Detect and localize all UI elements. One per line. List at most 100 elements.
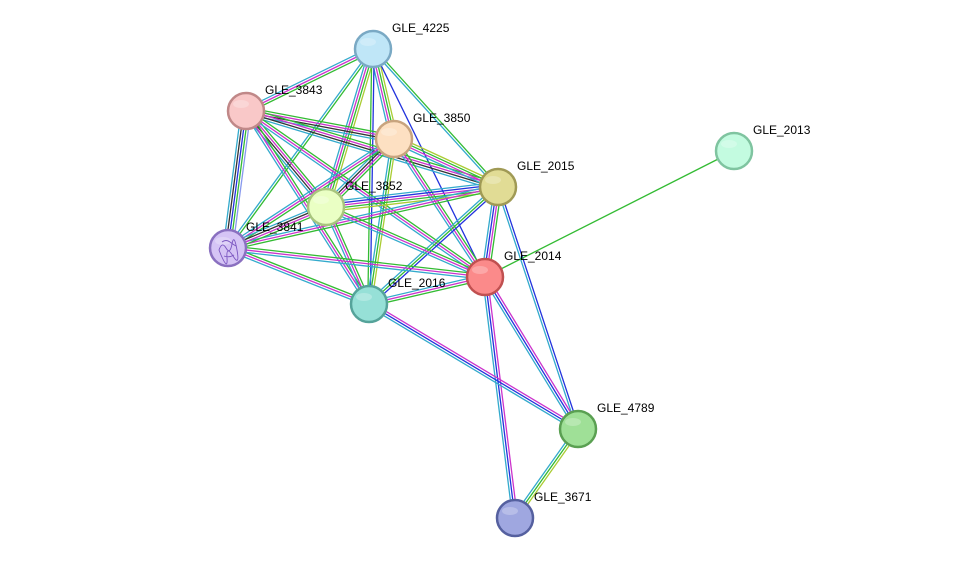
node-GLE_3671[interactable]: GLE_3671 <box>495 490 592 538</box>
node-label: GLE_3671 <box>534 490 592 504</box>
node-circle[interactable] <box>353 29 393 69</box>
edge-strand-green <box>368 186 499 305</box>
node-GLE_2013[interactable]: GLE_2013 <box>714 123 811 171</box>
edge-GLE_2014-GLE_4789[interactable] <box>482 275 581 431</box>
edge-strand-magenta <box>227 247 486 278</box>
edge-layer <box>222 46 735 520</box>
edge-strand-magenta <box>227 186 499 249</box>
edge-GLE_2015-GLE_2016[interactable] <box>366 184 501 307</box>
edge-strand-green <box>246 108 487 276</box>
edge-GLE_3843-GLE_2014[interactable] <box>244 108 487 280</box>
edge-strand-olive <box>328 49 378 209</box>
node-highlight <box>360 38 376 46</box>
node-label: GLE_3843 <box>265 83 323 97</box>
edge-strand-magenta <box>486 275 581 429</box>
edge-strand-blue <box>227 110 247 249</box>
edge-strand-blue <box>368 303 579 430</box>
edge-strand-cyan <box>244 113 498 192</box>
node-circle[interactable] <box>374 119 414 159</box>
edge-GLE_2014-GLE_2013[interactable] <box>484 150 735 278</box>
node-GLE_2015[interactable]: GLE_2015 <box>478 159 575 207</box>
edge-GLE_3850-GLE_2016[interactable] <box>365 138 398 305</box>
edge-GLE_3841-GLE_2016[interactable] <box>226 245 371 307</box>
edge-strand-cyan <box>368 274 485 303</box>
edge-strand-olive <box>326 191 499 213</box>
edge-strand-green <box>228 188 499 251</box>
edge-strand-magenta <box>227 138 395 249</box>
edge-strand-cyan <box>242 112 324 210</box>
node-circle[interactable] <box>465 257 505 297</box>
edge-strand-cyan <box>243 111 368 306</box>
node-label: GLE_2014 <box>504 249 562 263</box>
node-highlight <box>502 507 518 515</box>
node-circle[interactable] <box>558 409 598 449</box>
node-GLE_4225[interactable]: GLE_4225 <box>353 21 450 69</box>
edge-strand-magenta <box>393 138 486 278</box>
node-circle[interactable] <box>495 498 535 538</box>
edge-strand-green <box>373 47 500 187</box>
edge-strand-magenta <box>227 247 370 305</box>
node-circle[interactable] <box>208 228 248 268</box>
edge-strand-magenta <box>325 206 486 278</box>
edge-strand-blue <box>498 186 580 429</box>
edge-strand-magenta <box>245 48 374 112</box>
edge-strand-cyan <box>227 184 498 247</box>
node-label: GLE_4789 <box>597 401 655 415</box>
edge-strand-green <box>395 137 488 277</box>
edge-strand-green <box>246 50 375 114</box>
edge-GLE_2014-GLE_3671[interactable] <box>481 276 519 519</box>
node-highlight <box>485 176 501 184</box>
protein-structure-icon <box>218 239 239 265</box>
node-circle[interactable] <box>306 187 346 227</box>
node-GLE_3843[interactable]: GLE_3843 <box>226 83 323 131</box>
edge-strand-green <box>369 278 486 307</box>
edge-GLE_2015-GLE_3852[interactable] <box>325 181 499 213</box>
node-highlight <box>472 266 488 274</box>
edge-strand-cyan <box>481 277 514 519</box>
edge-GLE_2016-GLE_4789[interactable] <box>367 301 580 432</box>
node-GLE_2016[interactable]: GLE_2016 <box>349 276 446 324</box>
node-circle[interactable] <box>714 131 754 171</box>
edge-strand-green <box>326 204 487 276</box>
edge-strand-cyan <box>392 141 497 191</box>
edge-GLE_2014-GLE_2016[interactable] <box>368 274 486 307</box>
edge-GLE_2015-GLE_3841[interactable] <box>227 184 499 251</box>
node-GLE_2014[interactable]: GLE_2014 <box>465 249 562 297</box>
edge-GLE_3850-GLE_2014[interactable] <box>391 137 488 279</box>
edge-strand-dark <box>244 111 326 209</box>
edge-strand-cyan <box>482 277 577 431</box>
edge-strand-cyan <box>366 184 497 303</box>
edge-strand-cyan <box>325 181 498 203</box>
edge-strand-cyan <box>365 138 393 304</box>
edge-GLE_4225-GLE_2015[interactable] <box>371 47 500 189</box>
edge-strand-magenta <box>246 109 499 187</box>
node-circle[interactable] <box>226 91 266 131</box>
edge-GLE_2015-GLE_4789[interactable] <box>496 186 580 430</box>
edge-GLE_3841-GLE_2014[interactable] <box>227 244 486 281</box>
edge-strand-magenta <box>369 301 580 428</box>
node-highlight <box>313 196 329 204</box>
node-circle[interactable] <box>349 284 389 324</box>
edge-strand-blue <box>370 188 501 307</box>
node-GLE_3850[interactable]: GLE_3850 <box>374 111 471 159</box>
edge-strand-cyan <box>321 47 371 207</box>
edge-strand-light_blue <box>232 111 252 249</box>
node-circle[interactable] <box>478 167 518 207</box>
protein-structure-path <box>218 239 239 265</box>
edge-strand-blue <box>484 276 579 430</box>
edge-strand-magenta <box>325 186 499 208</box>
edge-strand-cyan <box>324 208 485 280</box>
node-label: GLE_4225 <box>392 21 450 35</box>
node-GLE_4789[interactable]: GLE_4789 <box>558 401 655 449</box>
edge-GLE_4225-GLE_3843[interactable] <box>244 46 375 114</box>
node-highlight <box>233 100 249 108</box>
edge-strand-green <box>246 106 395 137</box>
edge-strand-blue <box>325 183 498 206</box>
edge-strand-cyan <box>244 46 373 110</box>
node-GLE_3841[interactable]: GLE_3841 <box>208 220 304 268</box>
edge-GLE_3852-GLE_2014[interactable] <box>324 204 487 280</box>
edge-GLE_3843-GLE_3841[interactable] <box>222 110 252 249</box>
node-GLE_3852[interactable]: GLE_3852 <box>306 179 403 227</box>
